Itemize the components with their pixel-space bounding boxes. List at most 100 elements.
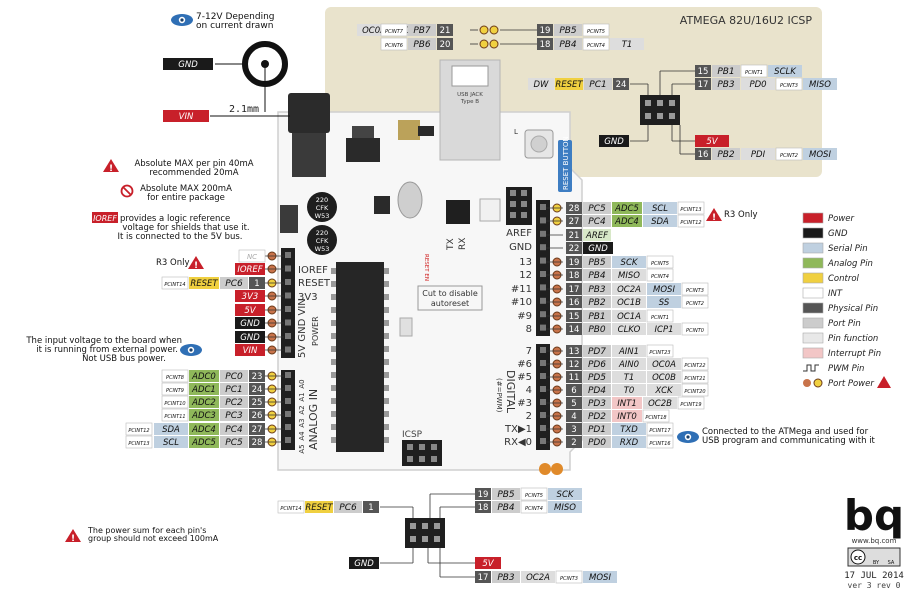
icsp-pin: [510, 190, 516, 196]
chip-leg-left: [331, 294, 336, 300]
digital-pin-7-3: SS: [659, 298, 670, 308]
header-pin: [540, 412, 546, 418]
silk-analog-a1: A1: [298, 392, 306, 401]
legend-label-0: Power: [828, 214, 855, 224]
left-reset-0: RESET: [190, 279, 218, 289]
header-pin: [285, 411, 291, 417]
digital-pin-13-3: XCK: [654, 386, 674, 396]
digital-pin-11-0-bg: [566, 358, 582, 370]
icsp-top-r1-2: PCINT5: [587, 29, 605, 35]
analog-pcint-4: PCINT12: [128, 428, 149, 434]
icsp-b-r1-1: PB5: [497, 490, 515, 500]
digital-pin-3-1: GND: [588, 244, 608, 254]
cc-icon: [850, 549, 866, 565]
note-ioref-line1: provides a logic reference: [120, 214, 230, 224]
icsp-l-1-1-bg: [555, 78, 583, 90]
digital-pin-14-2-bg: [612, 397, 642, 409]
icsp-r-3-3-bg: [775, 147, 803, 161]
analog-pin-1-0: ADC1: [191, 385, 216, 395]
silk-digital-8: #5: [517, 372, 532, 383]
header-pin: [540, 204, 546, 210]
chip-leg-left: [331, 346, 336, 352]
icsp-b-r1-3: SCK: [557, 490, 575, 500]
icsp-top-r1-0-bg: [537, 24, 553, 36]
analog-pcint-0: PCINT8: [166, 375, 184, 381]
silk-digital-7: #6: [517, 359, 532, 370]
chip-leg-left: [331, 333, 336, 339]
digital-pin-1-3-bg: [643, 215, 677, 227]
header-pin: [285, 424, 291, 430]
cc-text: cc: [854, 554, 862, 562]
digital-pin-5-2-bg: [612, 269, 646, 281]
icsp-pin: [407, 444, 413, 450]
silk-gnd: GND: [509, 242, 532, 253]
digital-pin-9-0: 14: [569, 325, 580, 335]
icsp-bottom-block-pin: [434, 523, 440, 529]
analog-pcint-1-bg: [161, 382, 189, 396]
header-pin: [540, 324, 546, 331]
header-pin: [285, 333, 291, 339]
icsp-l-1-3-bg: [613, 78, 629, 90]
icsp-bottom-block: [405, 518, 445, 548]
left-gnd1-0: GND: [240, 319, 260, 329]
capacitor-smd: [280, 205, 298, 233]
legend-label-8: Pin function: [828, 334, 878, 344]
icsp-b-5v-0-bg: [475, 557, 501, 569]
digital-pin-1-0: 27: [569, 217, 580, 227]
warning-icon-r3-right-mark: !: [712, 213, 716, 223]
digital-pin-4-1-bg: [583, 256, 611, 268]
analog-serial-4: SDA: [162, 425, 180, 435]
icsp-b-r2-0: 18: [478, 503, 489, 513]
brand-block: bq www.bq.com cc BY SA 17 JUL 2014 ver 3…: [844, 491, 904, 590]
analog-pin-2-0: ADC2: [191, 398, 216, 408]
warning-icon-power-sum: [65, 529, 81, 542]
header-pin: [540, 244, 546, 251]
icsp-top-r1-1: PB5: [559, 26, 577, 36]
digital-pin-13-3-bg: [647, 384, 681, 396]
silk-digital-9: 4: [526, 385, 532, 396]
analog-pin-4-1-bg: [220, 423, 248, 435]
silk-digital-12: TX▶1: [504, 424, 532, 435]
digital-pin-0-1: PC5: [588, 204, 606, 214]
digital-pcint-16: PCINT17: [649, 428, 671, 434]
icsp-r-1-1-bg: [712, 65, 740, 77]
digital-pin-11-2: AIN0: [618, 360, 639, 370]
icsp-b-r2-3-bg: [548, 501, 582, 513]
header-pin: [285, 252, 291, 258]
warning-icon-r3-right: [706, 208, 722, 221]
silk-digital-5: 8: [526, 324, 532, 335]
icsp-l-gnd-0: GND: [604, 137, 624, 147]
digital-pin-13-2: T0: [624, 386, 635, 396]
digital-pin-0-0: 28: [569, 204, 580, 214]
legend-swatch-9: [802, 347, 824, 359]
silk-analog-a5: A5: [298, 444, 306, 453]
icsp-r-3-3: PCINT2: [780, 153, 798, 159]
digital-pin-1-2: ADC4: [614, 217, 639, 227]
digital-pin-17-0-bg: [566, 436, 582, 448]
header-pin: [540, 360, 546, 366]
icsp-pin: [521, 212, 527, 218]
cut-note-line1: Cut to disable: [422, 289, 478, 298]
digital-pin-8-2: OC1A: [617, 312, 641, 322]
digital-pin-17-1: PD0: [588, 438, 606, 448]
icsp-r-2-4-bg: [803, 78, 837, 90]
left-vin-0-bg: [235, 344, 265, 356]
digital-pin-14-3-bg: [643, 397, 677, 409]
legend-swatch-7: [802, 317, 824, 329]
header-pin: [540, 373, 546, 379]
jack-vin-0: VIN: [179, 112, 194, 122]
digital-pin-9-3-bg: [647, 323, 681, 335]
silk-digital-11: 2: [526, 411, 532, 422]
legend-label-7: Port Pin: [828, 319, 861, 329]
icsp-top-r2-1: PB4: [559, 40, 577, 50]
digital-pin-2-1-bg: [583, 229, 611, 241]
digital-pcint-12: PCINT21: [684, 376, 705, 382]
silk-digital-0: 13: [519, 257, 532, 268]
digital-pin-1-1: PC4: [588, 217, 606, 227]
digital-pcint-10-bg: [646, 344, 674, 358]
digital-pcint-9: PCINT0: [686, 328, 704, 334]
digital-pin-12-0: 11: [569, 373, 580, 383]
analog-pin-5-0-bg: [189, 436, 219, 448]
header-pin: [285, 385, 291, 391]
digital-pin-8-0-bg: [566, 310, 582, 322]
